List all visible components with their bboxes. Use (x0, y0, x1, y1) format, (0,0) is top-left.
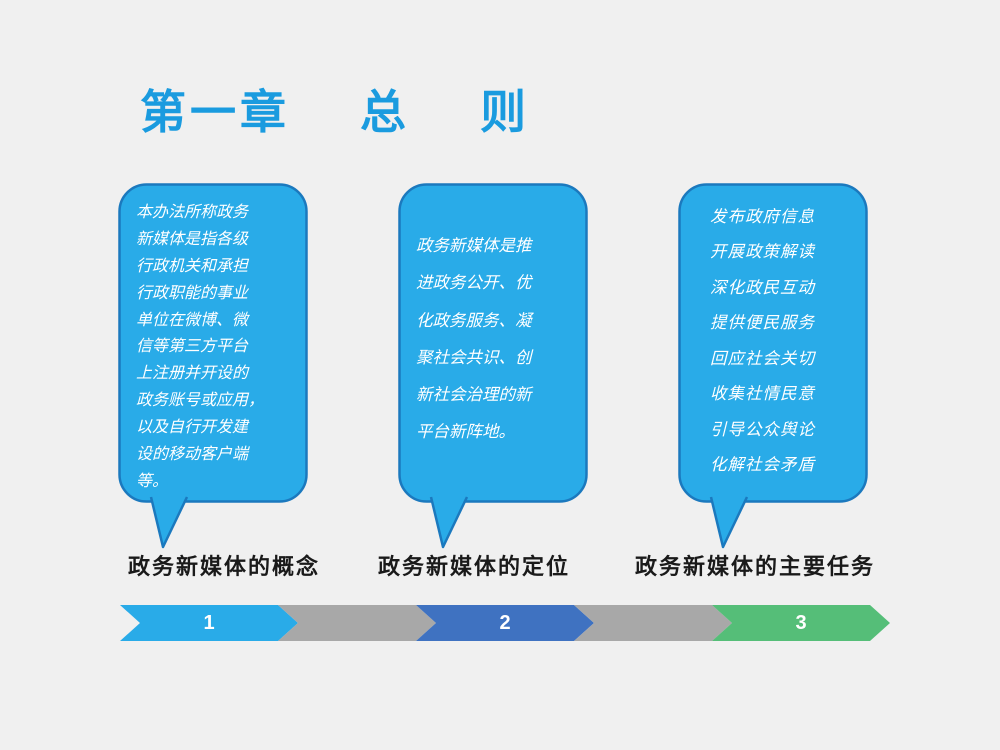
slide-title: 第一章 总 则 (140, 85, 531, 139)
bubble-tail (149, 496, 189, 549)
bubble-tail (429, 496, 469, 549)
speech-bubble-shape (118, 183, 308, 549)
process-step-2: 2 (416, 605, 594, 641)
bubble-label-tasks: 政务新媒体的主要任务 (635, 555, 876, 580)
bubble-text-concept: 本办法所称政务 新媒体是指各级 行政机关和承担 行政职能的事业 单位在微博、微 … (136, 202, 265, 490)
speech-bubble-shape (678, 183, 868, 549)
bubble-text-positioning: 政务新媒体是推 进政务公开、优 化政务服务、凝 聚社会共识、创 新社会治理的新 … (416, 236, 532, 442)
bubble-text-tasks: 发布政府信息 开展政策解读 深化政民互动 提供便民服务 回应社会关切 收集社情民… (710, 207, 815, 475)
bubble-body (118, 183, 308, 503)
bubble-tail (709, 496, 749, 549)
process-step-1: 1 (120, 605, 298, 641)
speech-bubble-shape (398, 183, 588, 549)
speech-bubble-tasks: 发布政府信息 开展政策解读 深化政民互动 提供便民服务 回应社会关切 收集社情民… (678, 183, 868, 551)
process-step-3: 3 (712, 605, 890, 641)
process-bar: 1 2 3 (120, 605, 890, 641)
process-connector-2 (574, 605, 732, 641)
speech-bubble-concept: 本办法所称政务 新媒体是指各级 行政机关和承担 行政职能的事业 单位在微博、微 … (118, 183, 308, 551)
bubble-body (398, 183, 588, 503)
step-number-3: 3 (795, 611, 807, 634)
bubble-label-concept: 政务新媒体的概念 (128, 555, 321, 580)
bubble-body (678, 183, 868, 503)
speech-bubble-positioning: 政务新媒体是推 进政务公开、优 化政务服务、凝 聚社会共识、创 新社会治理的新 … (398, 183, 588, 551)
step-number-2: 2 (499, 611, 511, 634)
process-connector-1 (278, 605, 436, 641)
bubble-label-positioning: 政务新媒体的定位 (378, 555, 571, 580)
step-number-1: 1 (203, 611, 215, 634)
